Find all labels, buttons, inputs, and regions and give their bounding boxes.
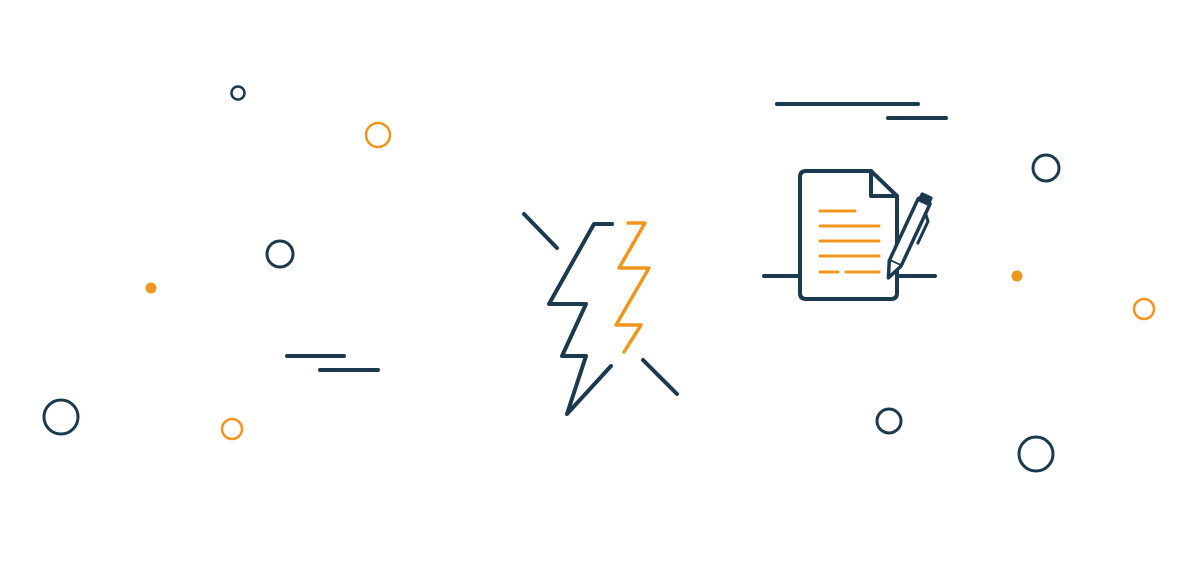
orange-circle <box>220 417 244 441</box>
pen-icon <box>886 192 933 280</box>
orange-circle <box>1132 297 1156 321</box>
decorative-circles <box>42 85 1061 473</box>
orange-dot <box>145 282 157 294</box>
document-outline <box>798 169 899 301</box>
lightning-bolt-icon <box>522 212 679 416</box>
pen-clip <box>916 212 930 245</box>
document-with-pen-icon <box>762 169 937 301</box>
pen-tip <box>886 258 903 280</box>
navy-circle <box>42 398 80 436</box>
navy-circle <box>1031 153 1061 183</box>
decorative-dots <box>145 270 1023 294</box>
bolt-inner <box>614 221 651 354</box>
orange-circle <box>364 121 392 149</box>
document-text-lines <box>818 209 881 274</box>
navy-circle <box>230 85 246 101</box>
navy-circle <box>875 407 903 435</box>
bolt-outline <box>547 222 614 416</box>
navy-circle <box>265 239 295 269</box>
spark-line <box>641 358 679 396</box>
decorative-circles-orange <box>220 121 1156 441</box>
document-fold <box>869 169 899 198</box>
spark-line <box>522 212 559 250</box>
navy-circle <box>1017 435 1055 473</box>
decorative-dashes <box>285 102 948 372</box>
orange-dot <box>1011 270 1023 282</box>
pen-cap <box>917 192 933 206</box>
